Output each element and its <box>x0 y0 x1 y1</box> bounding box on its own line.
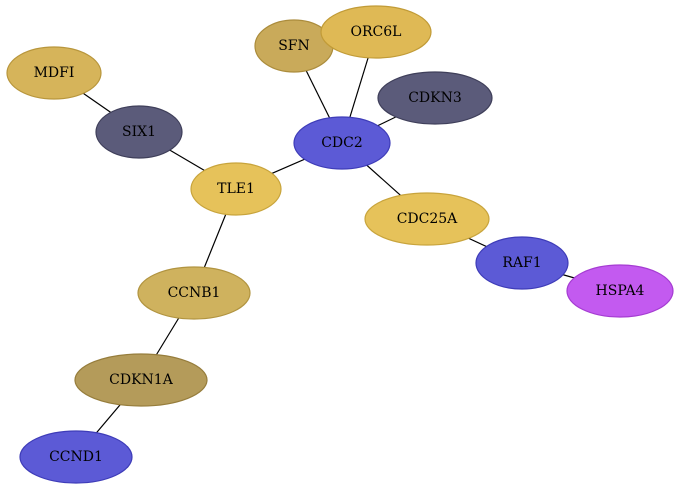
node-six1: SIX1 <box>95 105 183 159</box>
node-ellipse-six1 <box>95 105 183 159</box>
node-ccnb1: CCNB1 <box>137 266 251 320</box>
node-orc6l: ORC6L <box>320 5 432 59</box>
node-label-ccnb1: CCNB1 <box>168 285 221 301</box>
node-label-orc6l: ORC6L <box>351 24 402 40</box>
node-label-cdc2: CDC2 <box>321 135 363 151</box>
node-ellipse-cdc2 <box>293 116 391 170</box>
node-cdkn1a: CDKN1A <box>74 353 208 407</box>
node-label-tle1: TLE1 <box>217 181 255 197</box>
node-label-ccnd1: CCND1 <box>49 449 103 465</box>
node-ellipse-mdfi <box>6 46 102 100</box>
node-ellipse-raf1 <box>475 236 569 290</box>
node-ellipse-tle1 <box>190 162 282 216</box>
node-cdkn3: CDKN3 <box>377 71 493 125</box>
node-label-cdkn3: CDKN3 <box>408 90 462 106</box>
node-tle1: TLE1 <box>190 162 282 216</box>
node-label-cdc25a: CDC25A <box>397 211 458 227</box>
node-ellipse-hspa4 <box>566 264 674 318</box>
node-ellipse-cdkn3 <box>377 71 493 125</box>
node-ellipse-ccnd1 <box>19 430 133 484</box>
node-mdfi: MDFI <box>6 46 102 100</box>
node-label-hspa4: HSPA4 <box>596 283 645 299</box>
node-label-mdfi: MDFI <box>34 65 75 81</box>
node-ellipse-cdkn1a <box>74 353 208 407</box>
node-ccnd1: CCND1 <box>19 430 133 484</box>
node-cdc25a: CDC25A <box>364 192 490 246</box>
node-cdc2: CDC2 <box>293 116 391 170</box>
node-label-six1: SIX1 <box>122 124 156 140</box>
node-ellipse-ccnb1 <box>137 266 251 320</box>
node-hspa4: HSPA4 <box>566 264 674 318</box>
node-ellipse-orc6l <box>320 5 432 59</box>
node-label-sfn: SFN <box>278 38 310 54</box>
node-raf1: RAF1 <box>475 236 569 290</box>
node-label-cdkn1a: CDKN1A <box>109 372 174 388</box>
node-label-raf1: RAF1 <box>502 255 541 271</box>
node-ellipse-cdc25a <box>364 192 490 246</box>
